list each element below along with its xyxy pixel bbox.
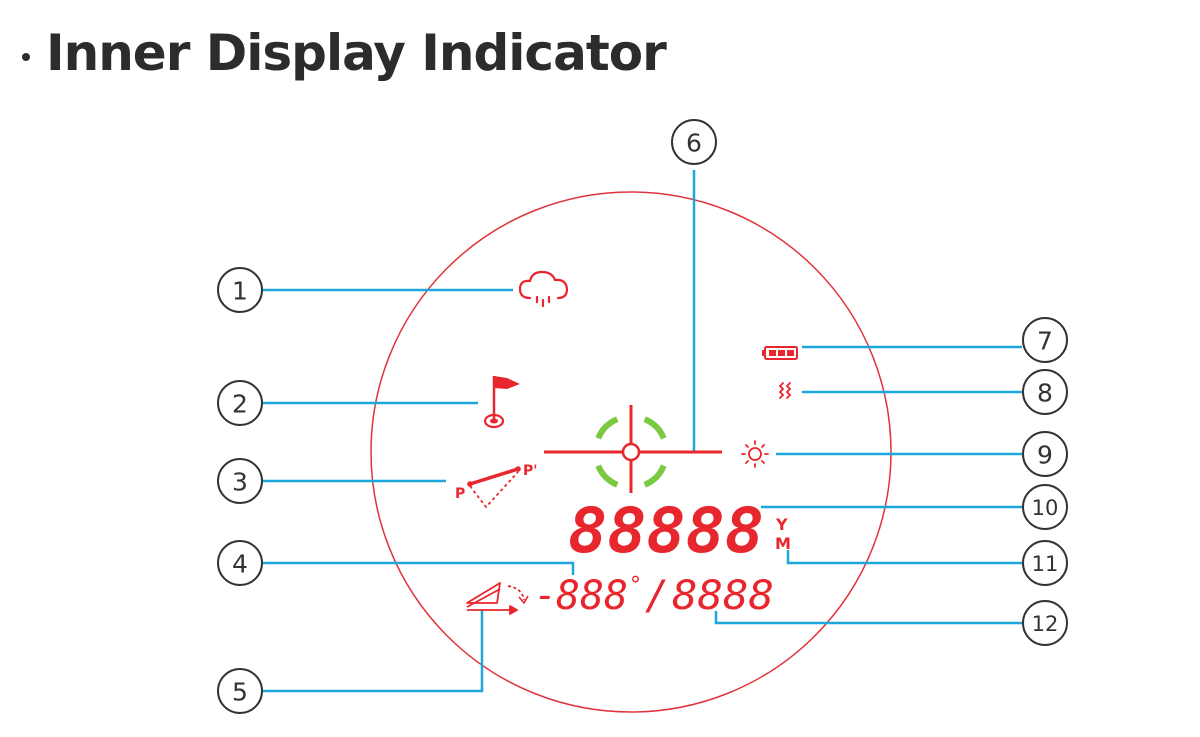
angle-minus: - [534,573,557,617]
callout-circle-6 [671,119,717,165]
callout-circle-1 [217,267,263,313]
callout-number-7: 7 [1037,327,1053,356]
title-bullet [22,53,30,61]
angle-readout: 888 [556,573,628,619]
unit-yard: Y [775,515,788,534]
leader-line-12 [714,611,1022,625]
callout-number-8: 8 [1037,379,1053,408]
main-distance-readout: 88888 [568,494,764,567]
callout-circle-2 [217,380,263,426]
leader-line-4 [262,561,575,575]
degree-symbol: ° [630,573,641,598]
callout-number-11: 11 [1032,552,1059,576]
angle-mode-icon [466,582,529,615]
golf-flag-icon [483,376,520,429]
callout-circle-5 [217,668,263,714]
callout-number-2: 2 [232,390,248,419]
separator-slash: / [645,573,669,619]
point-label-p-prime: P' [523,463,538,479]
battery-icon [762,346,798,360]
point-label-p: P [455,486,465,502]
unit-meter: M [775,534,791,553]
callout-circle-3 [217,458,263,504]
callout-circle-9 [1022,431,1068,477]
callout-number-5: 5 [232,678,248,707]
callout-circle-11 [1022,540,1068,586]
crosshair-reticle [544,405,722,493]
callout-number-6: 6 [686,129,702,158]
callout-circle-4 [217,540,263,586]
callout-circle-10 [1022,484,1068,530]
callout-number-3: 3 [232,468,248,497]
callout-number-4: 4 [232,550,248,579]
page-title: Inner Display Indicator [46,24,667,82]
title-row: Inner Display Indicator [22,18,667,88]
vibration-icon [778,382,792,399]
brightness-sun-icon [741,440,769,468]
callout-circle-12 [1022,600,1068,646]
callout-circle-7 [1022,317,1068,363]
rain-cloud-icon [518,270,569,308]
callout-number-12: 12 [1032,612,1059,636]
leader-line-11 [786,550,1022,565]
callout-circle-8 [1022,369,1068,415]
viewfinder-circle [370,191,892,713]
secondary-distance-readout: 8888 [672,573,774,619]
callout-number-1: 1 [232,277,248,306]
point-to-point-icon: P P' [455,463,538,509]
callout-number-9: 9 [1037,441,1053,470]
callout-number-10: 10 [1032,496,1059,520]
leader-line-5 [262,610,484,693]
